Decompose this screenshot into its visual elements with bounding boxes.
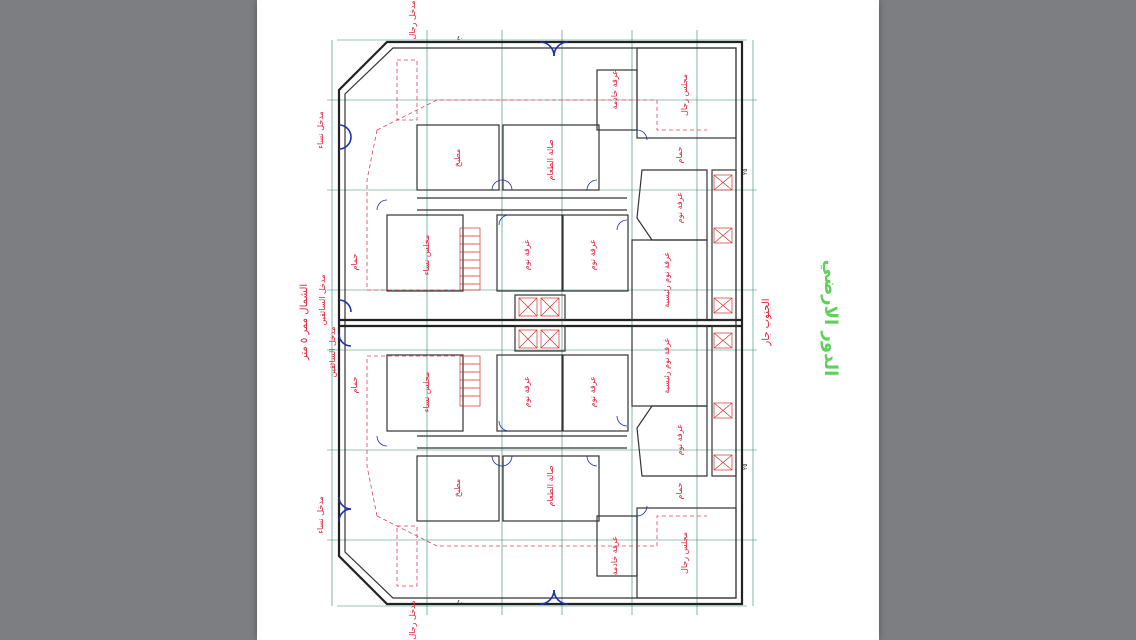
- dimension-labels: ٢٥ ٢٥ ٤٠ ٤٠: [457, 35, 749, 606]
- label-bedroom-2-lower: غرفة نوم: [588, 377, 597, 408]
- label-maid-upper: غرفة خادمة: [610, 71, 619, 110]
- label-dining-upper: صالة الطعام: [546, 139, 555, 180]
- label-bedroom-3-upper: غرفة نوم: [675, 193, 684, 224]
- room-labels: مجلس رجال مجلس رجال صالة الطعام صالة الط…: [350, 71, 689, 576]
- label-bath-lower: حمام: [675, 482, 684, 499]
- label-master-bedroom-upper: غرفة نوم رئيسية: [662, 252, 671, 307]
- label-women-majlis-upper: مجلس نساء: [422, 235, 431, 275]
- dimension-text: ٤٠: [457, 599, 463, 606]
- label-maid-lower: غرفة خادمة: [610, 537, 619, 576]
- drawing-sheet: مجلس رجال مجلس رجال صالة الطعام صالة الط…: [257, 0, 879, 640]
- dimension-text: ٤٠: [457, 35, 463, 42]
- label-bedroom-3-lower: غرفة نوم: [675, 425, 684, 456]
- outer-walls: [337, 40, 744, 606]
- label-dining-lower: صالة الطعام: [546, 465, 555, 506]
- label-kitchen-upper: مطبخ: [453, 149, 462, 167]
- entrance-labels: مدخل رجال مدخل نساء مدخل السائقين مدخل ا…: [316, 0, 417, 639]
- label-men-majlis-upper: مجلس رجال: [680, 74, 689, 116]
- hidden-lines: [366, 59, 707, 587]
- south-side-label: الجنوب جار: [761, 298, 772, 346]
- dimension-text: ٢٥: [742, 464, 749, 470]
- label-bedroom-1-upper: غرفة نوم: [522, 240, 531, 271]
- label-kitchen-lower: مطبخ: [453, 479, 462, 497]
- stairs-lower: [459, 355, 481, 407]
- label-entrance-upper-men: مدخل رجال: [408, 0, 417, 39]
- label-entrance-upper-women: مدخل نساء: [316, 111, 325, 149]
- label-entrance-lower-women: مدخل نساء: [316, 496, 325, 534]
- doors: [338, 41, 648, 605]
- label-bath-upper: حمام: [675, 146, 684, 163]
- label-entrance-left: مدخل السائقين: [318, 274, 327, 325]
- upper-unit-walls: [386, 47, 737, 321]
- label-bedroom-2-upper: غرفة نوم: [588, 240, 597, 271]
- label-entrance-right: مدخل السائقين: [328, 326, 337, 377]
- lower-unit-walls: [386, 325, 737, 599]
- stairs-upper: [459, 227, 481, 291]
- floor-plan-drawing: مجلس رجال مجلس رجال صالة الطعام صالة الط…: [299, 0, 841, 639]
- bathroom-fixtures: [518, 174, 733, 471]
- label-men-majlis-lower: مجلس رجال: [680, 532, 689, 574]
- dimension-grid: [327, 30, 757, 615]
- north-side-label: الشمال ممر ٥ متر: [299, 284, 310, 361]
- plan-title: الدور الارضي: [820, 260, 841, 377]
- label-entrance-lower-men: مدخل رجال: [408, 600, 417, 639]
- label-bedroom-1-lower: غرفة نوم: [522, 377, 531, 408]
- dimension-text: ٢٥: [742, 169, 749, 175]
- label-women-majlis-lower: مجلس نساء: [422, 372, 431, 412]
- label-master-bedroom-lower: غرفة نوم رئيسية: [662, 338, 671, 393]
- label-bath-small-lower: حمام: [350, 376, 359, 393]
- label-bath-small-upper: حمام: [350, 253, 359, 270]
